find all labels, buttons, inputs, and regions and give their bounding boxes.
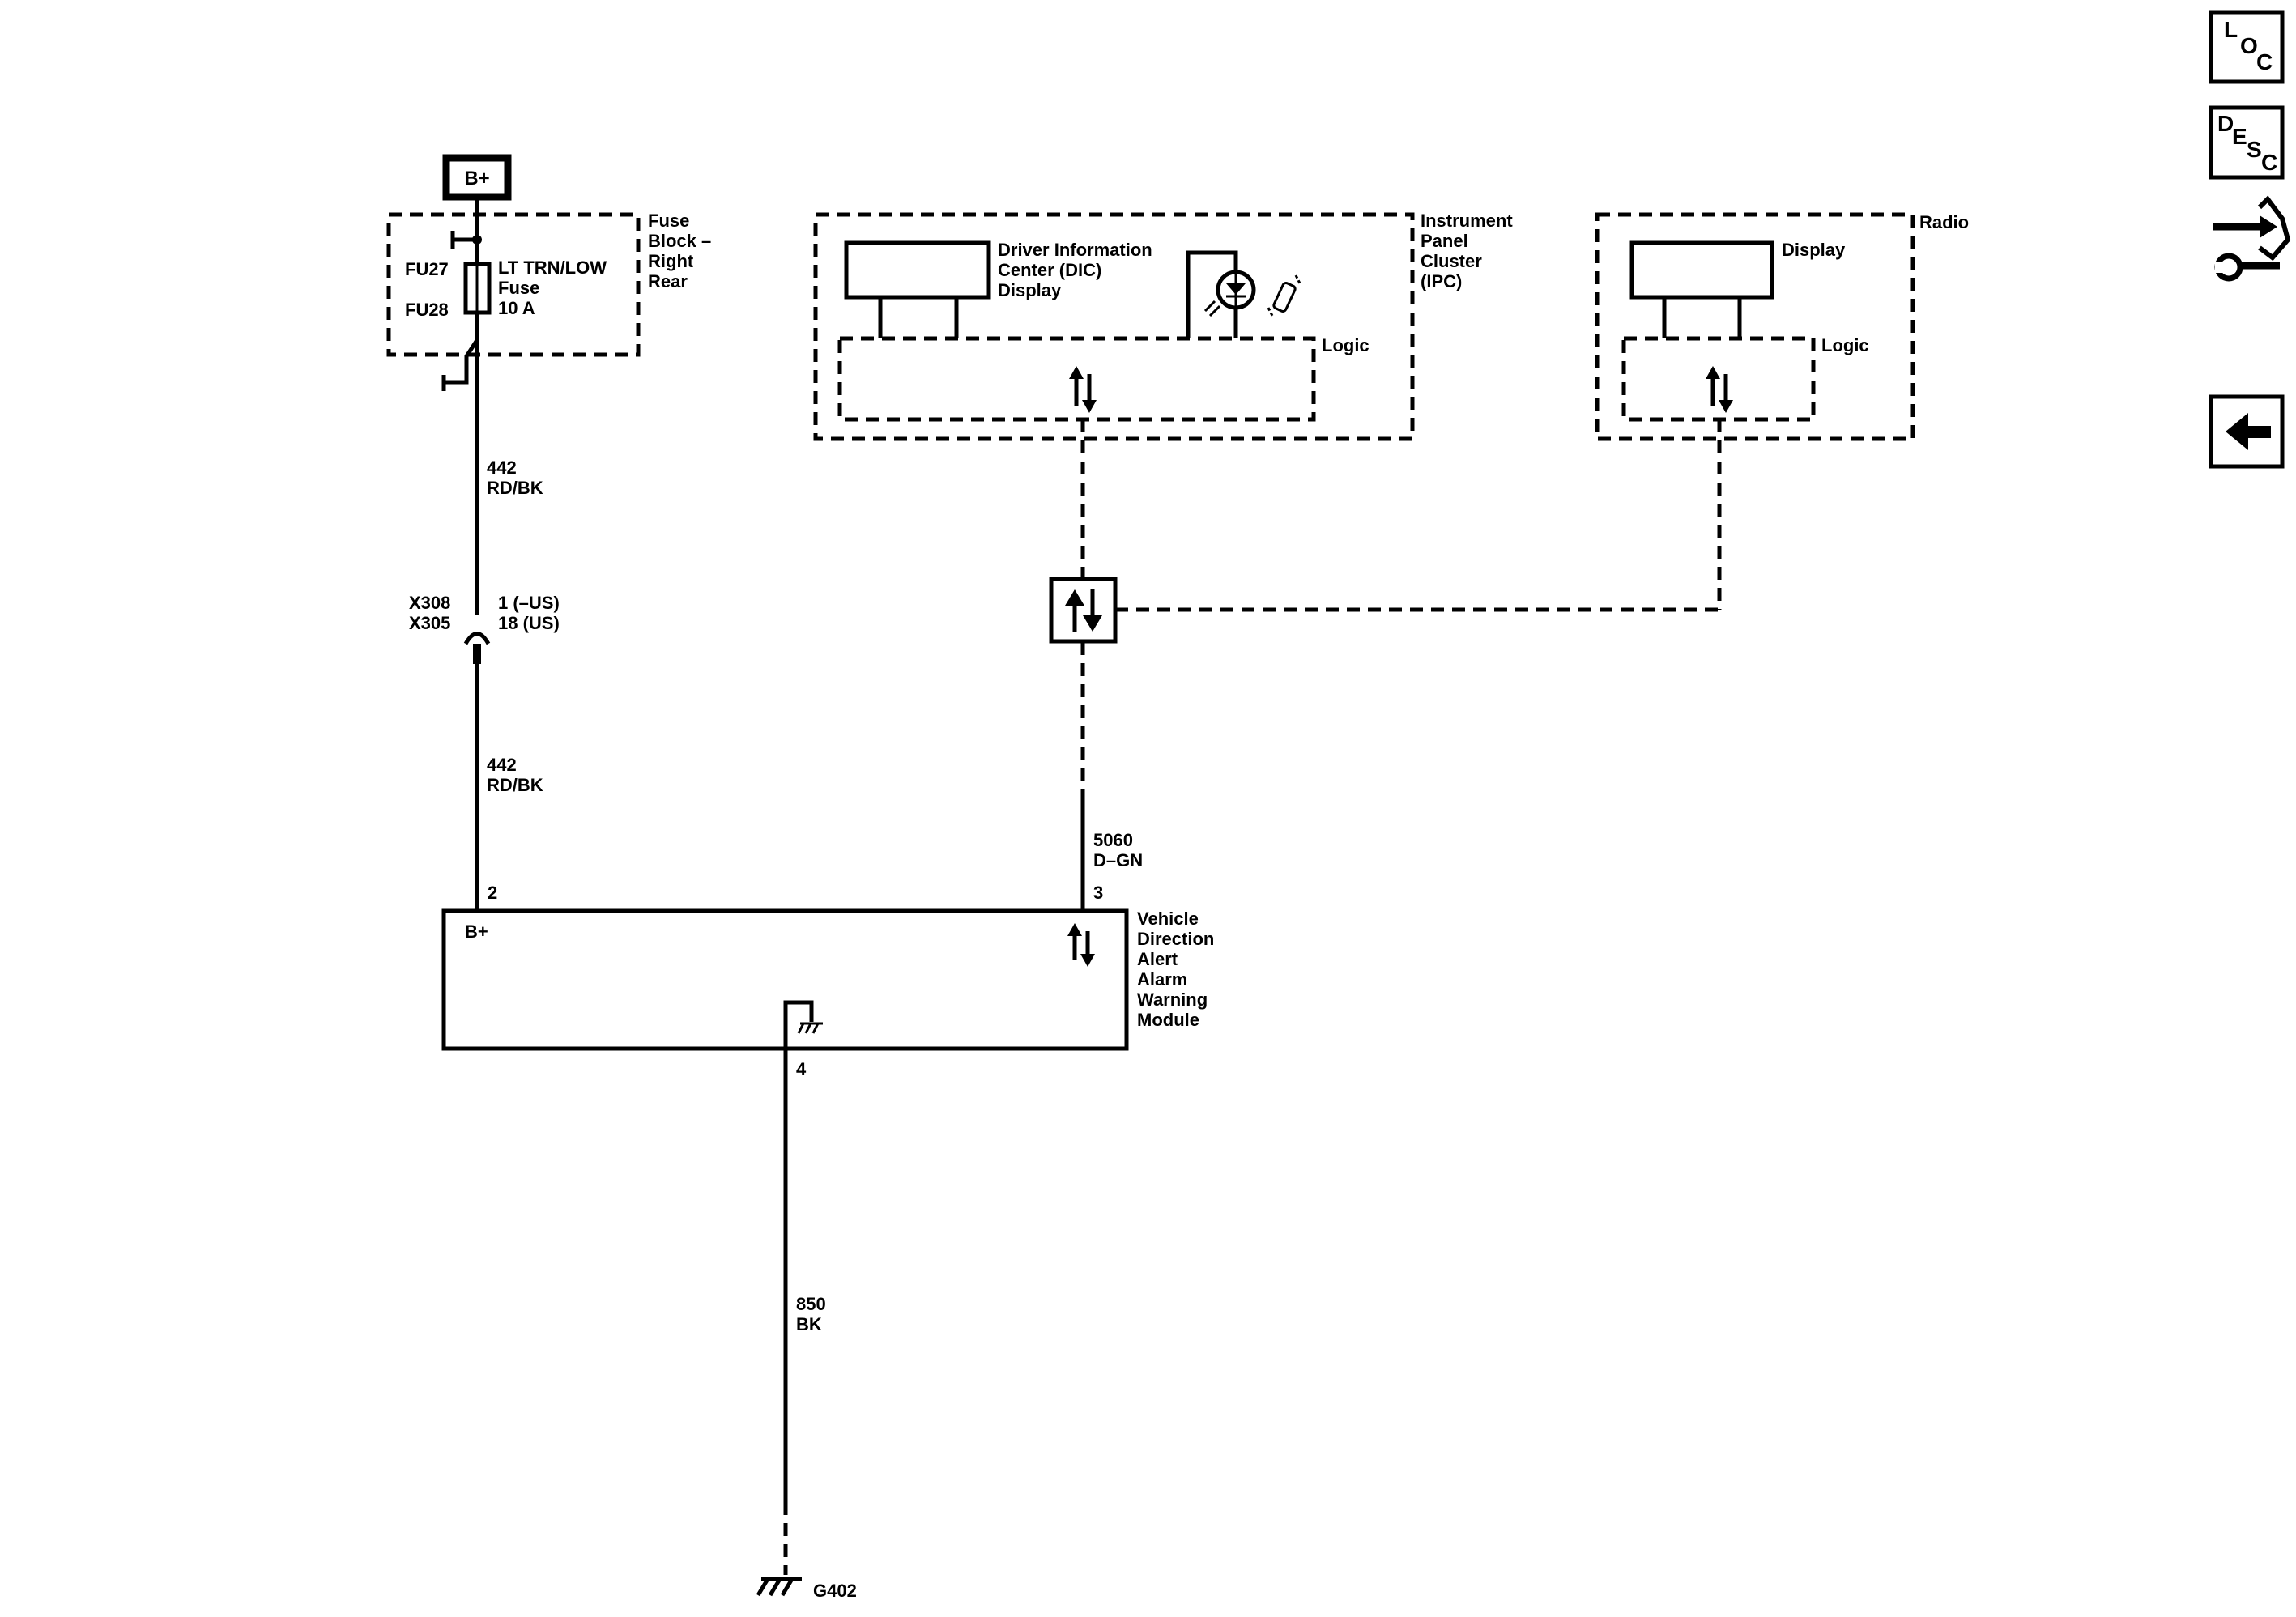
bplus-label: B+	[464, 168, 489, 189]
ipc-name: Instrument Panel Cluster (IPC)	[1421, 211, 1518, 291]
dic-display-box	[844, 240, 991, 300]
pin-4-label: 4	[796, 1059, 807, 1079]
module-bplus-label: B+	[465, 921, 488, 942]
ground-symbol-icon	[756, 1577, 802, 1597]
location-button[interactable]: L O C	[2209, 10, 2285, 84]
description-icon: D E S C	[2217, 111, 2277, 175]
fuse-block: Fuse Block – Right Rear FU27 FU28 LT TRN…	[386, 211, 716, 615]
data-link-splice-icon	[1049, 577, 1118, 644]
svg-text:C: C	[2256, 49, 2273, 74]
location-icon: L O C	[2224, 17, 2273, 74]
svg-text:C: C	[2261, 150, 2277, 175]
module-data-arrows-icon	[1067, 923, 1095, 967]
radio: Radio Display Logic	[1595, 212, 1969, 441]
radio-display-label: Display	[1782, 240, 1846, 260]
connector-pins: 1 (–US) 18 (US)	[498, 593, 564, 633]
description-button[interactable]: D E S C	[2209, 105, 2285, 180]
ipc-data-arrows-icon	[1069, 366, 1097, 413]
radio-name: Radio	[1919, 212, 1969, 232]
pin-2-label: 2	[488, 883, 497, 903]
instrument-panel-cluster: Instrument Panel Cluster (IPC) Driver In…	[813, 211, 1518, 441]
wire-850-label: 850 BK	[796, 1294, 831, 1334]
connector-info-button[interactable]	[2213, 195, 2291, 282]
ground-label: G402	[813, 1581, 857, 1601]
ipc-logic-label: Logic	[1322, 335, 1370, 355]
fuse-name: LT TRN/LOW Fuse 10 A	[498, 257, 611, 318]
dic-label: Driver Information Center (DIC) Display	[998, 240, 1157, 300]
wire-5060-label: 5060 D–GN	[1093, 830, 1143, 870]
serial-data-network	[1049, 419, 1722, 911]
svg-text:E: E	[2232, 124, 2247, 149]
vehicle-symbol-icon	[1267, 274, 1302, 318]
svg-text:O: O	[2240, 33, 2258, 58]
connector-wrench-icon	[2213, 195, 2291, 282]
svg-text:S: S	[2247, 137, 2262, 162]
inline-connector: X308 X305 1 (–US) 18 (US)	[409, 593, 564, 911]
pin-3-label: 3	[1093, 883, 1103, 903]
connector-ids: X308 X305	[409, 593, 456, 633]
fuse-ids: FU27 FU28	[405, 259, 454, 320]
alarm-warning-module: 2 3 B+ Vehicle Direction Alert Alarm War…	[441, 883, 1219, 1079]
back-button[interactable]	[2209, 394, 2285, 469]
wire-442-upper-label: 442 RD/BK	[487, 457, 543, 498]
fuse-block-name: Fuse Block – Right Rear	[648, 211, 716, 291]
battery-positive-source: B+	[442, 154, 512, 245]
internal-ground-icon	[783, 1000, 823, 1049]
radio-data-arrows-icon	[1706, 366, 1733, 413]
module-name: Vehicle Direction Alert Alarm Warning Mo…	[1137, 908, 1219, 1030]
svg-text:D: D	[2217, 111, 2234, 136]
indicator-lamp-icon	[1186, 250, 1256, 338]
svg-text:L: L	[2224, 17, 2238, 42]
radio-display-box	[1629, 240, 1774, 300]
back-arrow-icon	[2226, 413, 2271, 450]
wire-442-lower-label: 442 RD/BK	[487, 755, 543, 795]
radio-logic-label: Logic	[1821, 335, 1869, 355]
